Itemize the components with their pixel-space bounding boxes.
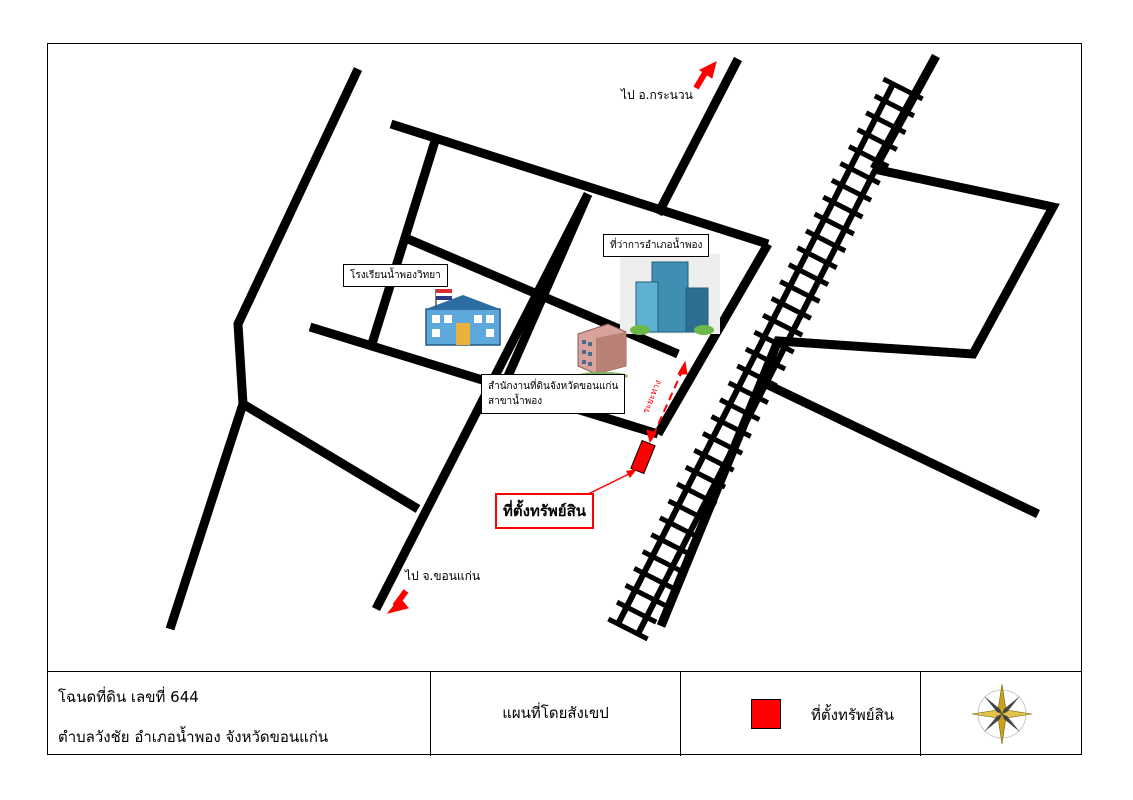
railway-tie [882, 76, 924, 102]
railway-tie [693, 448, 735, 473]
railway-tie [727, 380, 770, 405]
railway-tie [856, 127, 898, 152]
footer-compass-cell [921, 671, 1083, 756]
railway-tie [770, 296, 813, 321]
road-middle [406, 234, 680, 359]
railway-tie [615, 599, 658, 625]
railway-tie [761, 313, 804, 338]
railway-tie [865, 110, 907, 135]
railway-tie [710, 414, 752, 439]
railway-tie [744, 346, 787, 372]
railway-tie [813, 211, 855, 237]
road-to-kranuan [654, 56, 742, 217]
legend-label: ที่ตั้งทรัพย์สิน [811, 706, 894, 724]
distance-label: ระยะทาง [642, 379, 664, 415]
legend-swatch [751, 699, 781, 729]
school-building-icon [425, 289, 501, 346]
office-tower-icon [620, 254, 720, 335]
road-network: ระยะทาง [165, 53, 1060, 642]
road-left-branch [240, 400, 421, 513]
map-footer: โฉนดที่ดิน เลขที่ 644 ตำบลวังชัย อำเภอน้… [48, 671, 1081, 756]
label-school: โรงเรียนน้ำพองวิทยา [343, 264, 448, 287]
railway-tie [607, 616, 649, 642]
map-area: ระยะทาง [48, 44, 1081, 672]
property-location-marker [630, 439, 656, 475]
label-to-khonkaen: ไป จ.ขอนแก่น [405, 569, 481, 583]
road-top [389, 119, 770, 249]
label-to-kranuan: ไป อ.กระนวน [621, 88, 693, 102]
railway-tie [839, 161, 881, 186]
railway-tie [667, 498, 709, 524]
railway-tie [847, 144, 890, 169]
railway-tie [650, 532, 692, 557]
sketch-map-title: แผนที่โดยสังเขป [502, 704, 609, 722]
label-land-office-line1: สำนักงานที่ดินจังหวัดขอนแก่น [488, 381, 619, 392]
label-property-location: ที่ตั้งทรัพย์สิน [495, 493, 594, 529]
footer-deed-cell: โฉนดที่ดิน เลขที่ 644 ตำบลวังชัย อำเภอน้… [48, 671, 431, 756]
direction-arrows [386, 61, 717, 614]
railway-tie [830, 178, 873, 203]
road-block-west [366, 139, 440, 349]
railway-tie [873, 93, 916, 119]
road-left [165, 67, 363, 631]
railway-tie [658, 515, 701, 540]
railway-tie [804, 228, 847, 254]
railway-tie [633, 566, 675, 591]
apartment-building-icon [576, 323, 628, 380]
railway-tie [718, 397, 761, 422]
railway-tie [779, 279, 821, 304]
railway-tie [736, 363, 778, 389]
label-land-office: สำนักงานที่ดินจังหวัดขอนแก่น สาขาน้ำพอง [481, 374, 626, 414]
footer-title-cell: แผนที่โดยสังเขป [431, 671, 681, 756]
road-right-upper [656, 164, 1060, 628]
compass-rose-icon [971, 683, 1033, 745]
railway [607, 76, 924, 642]
deed-location: ตำบลวังชัย อำเภอน้ำพอง จังหวัดขอนแก่น [58, 728, 329, 746]
deed-number: โฉนดที่ดิน เลขที่ 644 [58, 688, 199, 706]
railway-tie [641, 549, 684, 574]
footer-legend-cell: ที่ตั้งทรัพย์สิน [681, 671, 921, 756]
road-east-edge [654, 241, 772, 437]
distance-marker [646, 360, 688, 444]
railway-tie [701, 431, 744, 456]
railway-tie [676, 481, 718, 507]
railway-tie [624, 583, 666, 608]
railway-tie [822, 194, 864, 220]
road-right-lower [764, 379, 1040, 519]
label-land-office-line2: สาขาน้ำพอง [488, 396, 543, 407]
railway-tie [753, 329, 795, 355]
railway-tie [684, 464, 727, 490]
railway-tie [787, 262, 830, 287]
map-frame: ระยะทาง [47, 43, 1082, 756]
label-district-office: ที่ว่าการอำเภอน้ำพอง [603, 234, 710, 257]
railway-tie [796, 245, 838, 270]
